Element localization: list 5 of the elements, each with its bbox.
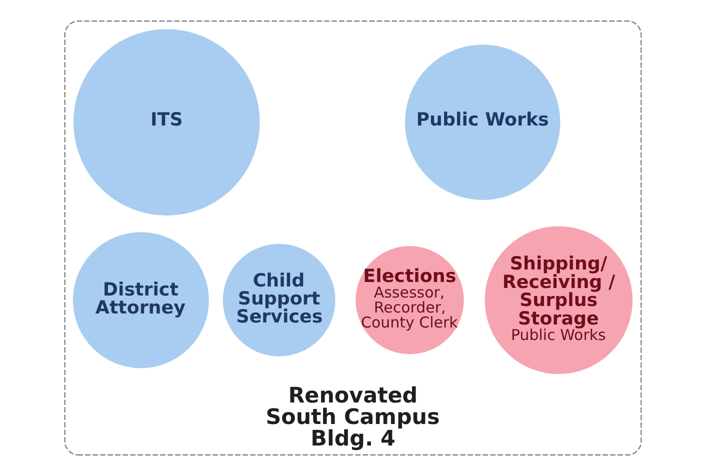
node-circle: Child Support Services bbox=[222, 244, 335, 356]
node-circle: Shipping/ Receiving / Surplus Storage Public Works bbox=[484, 226, 632, 374]
node-circle: ITS bbox=[72, 29, 260, 216]
node-circle: Public Works bbox=[404, 44, 560, 200]
node-circle: District Attorney bbox=[72, 232, 208, 368]
